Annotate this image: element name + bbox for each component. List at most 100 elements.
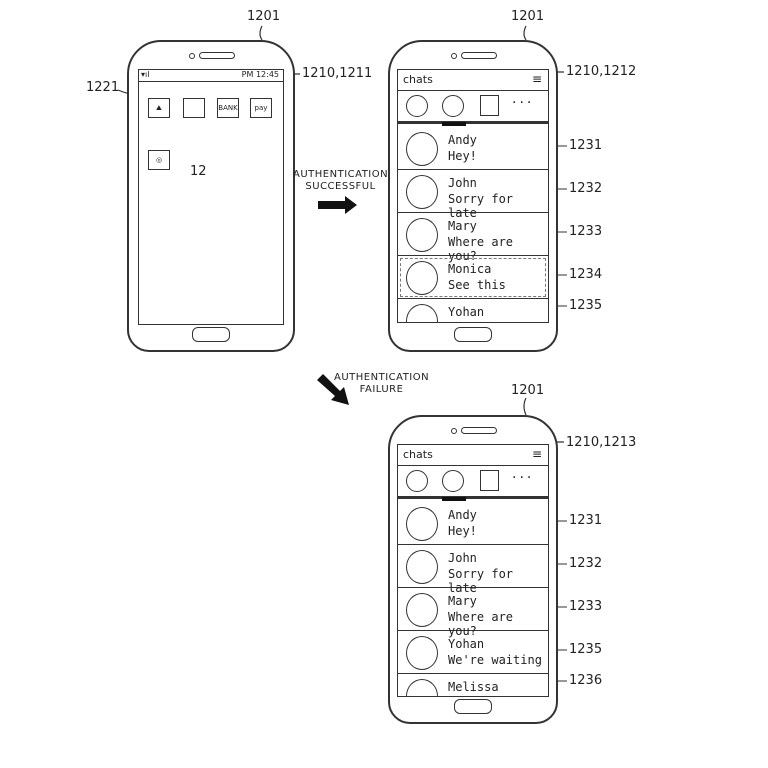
tab-more[interactable]: ··· (512, 470, 535, 486)
signal-icon: ▾ıl (141, 70, 150, 79)
contact-name: Mary (448, 594, 477, 608)
avatar (406, 507, 438, 541)
menu-icon[interactable]: ≡ (531, 72, 542, 86)
avatar (406, 132, 438, 166)
failure-arrow-icon (317, 374, 349, 405)
chat-list-item[interactable]: Melissa (398, 674, 548, 696)
avatar (406, 636, 438, 670)
active-tab-indicator (442, 122, 466, 126)
avatar (406, 593, 438, 627)
label-1235: 1235 (569, 642, 603, 657)
speaker-icon (461, 427, 497, 434)
phone-home: ▾ıl PM 12:45 ⛰ BANK pay ◎ (127, 40, 295, 352)
avatar (406, 550, 438, 584)
contact-name: John (448, 551, 477, 565)
last-message: We're waiting (448, 653, 542, 667)
pay-app-icon[interactable]: pay (250, 98, 272, 118)
contact-name: Mary (448, 219, 477, 233)
label-1231: 1231 (569, 138, 603, 153)
auth-failure-text: AUTHENTICATION FAILURE (334, 372, 430, 395)
avatar (406, 679, 438, 696)
contact-name: Melissa (448, 680, 499, 694)
bank-app-icon[interactable]: BANK (217, 98, 239, 118)
last-message: Hey! (448, 149, 477, 163)
last-message: Where are you? (448, 610, 514, 638)
avatar (406, 261, 438, 295)
label-1232: 1232 (569, 181, 603, 196)
last-message: See this (448, 278, 506, 292)
leader-1201-c (523, 397, 527, 416)
tab-contacts[interactable] (406, 95, 428, 117)
status-time: PM 12:45 (241, 70, 279, 79)
chat-header: chats ≡ (398, 70, 548, 91)
app-icon-1221[interactable] (183, 98, 205, 118)
tab-contacts[interactable] (406, 470, 428, 492)
label-1201: 1201 (247, 9, 281, 24)
chat-header: chats ≡ (398, 445, 548, 466)
home-button[interactable] (454, 699, 492, 714)
leader-1201-b (523, 25, 527, 41)
status-bar: ▾ıl PM 12:45 (139, 70, 283, 82)
tab-chats[interactable] (442, 470, 464, 492)
tab-bar: ··· (398, 91, 548, 124)
speaker-icon (199, 52, 235, 59)
last-message: Where are you? (448, 235, 514, 263)
tab-list[interactable] (480, 95, 499, 116)
label-1201: 1201 (511, 9, 545, 24)
camera-icon (189, 53, 195, 59)
contact-name: Yohan (448, 305, 485, 319)
camera-app-icon[interactable]: ◎ (148, 150, 170, 170)
last-message: Sorry for late (448, 567, 514, 595)
contact-name: Monica (448, 262, 492, 276)
tab-bar: ··· (398, 466, 548, 499)
menu-icon[interactable]: ≡ (531, 447, 542, 461)
home-button[interactable] (454, 327, 492, 342)
label-1210-1212: 1210,1212 (566, 64, 637, 79)
tab-more[interactable]: ··· (512, 95, 535, 111)
label-1234: 1234 (569, 267, 603, 282)
label-1233: 1233 (569, 599, 603, 614)
avatar (406, 218, 438, 252)
label-1201: 1201 (511, 383, 545, 398)
chat-title: chats (403, 448, 433, 461)
contact-name: Andy (448, 508, 477, 522)
avatar (406, 175, 438, 209)
label-1235: 1235 (569, 298, 603, 313)
active-tab-indicator (442, 497, 466, 501)
chat-title: chats (403, 73, 433, 86)
label-1221: 1221 (86, 80, 120, 95)
avatar (406, 304, 438, 322)
home-button[interactable] (192, 327, 230, 342)
auth-success-text: AUTHENTICATION SUCCESSFUL (293, 169, 389, 192)
contact-name: Andy (448, 133, 477, 147)
gallery-app-icon[interactable]: ⛰ (148, 98, 170, 118)
home-screen: ▾ıl PM 12:45 ⛰ BANK pay ◎ (138, 69, 284, 325)
speaker-icon (461, 52, 497, 59)
last-message: Sorry for late (448, 192, 514, 220)
label-1236: 1236 (569, 673, 603, 688)
camera-icon (451, 53, 457, 59)
tab-list[interactable] (480, 470, 499, 491)
last-message: Hey! (448, 524, 477, 538)
contact-name: Yohan (448, 637, 485, 651)
contact-name: John (448, 176, 477, 190)
label-1233: 1233 (569, 224, 603, 239)
chat-list-item[interactable]: Yohan (398, 299, 548, 322)
label-1210-1213: 1210,1213 (566, 435, 637, 450)
success-arrow-icon (318, 196, 357, 214)
tab-chats[interactable] (442, 95, 464, 117)
label-12: 12 (190, 164, 207, 179)
camera-icon (451, 428, 457, 434)
